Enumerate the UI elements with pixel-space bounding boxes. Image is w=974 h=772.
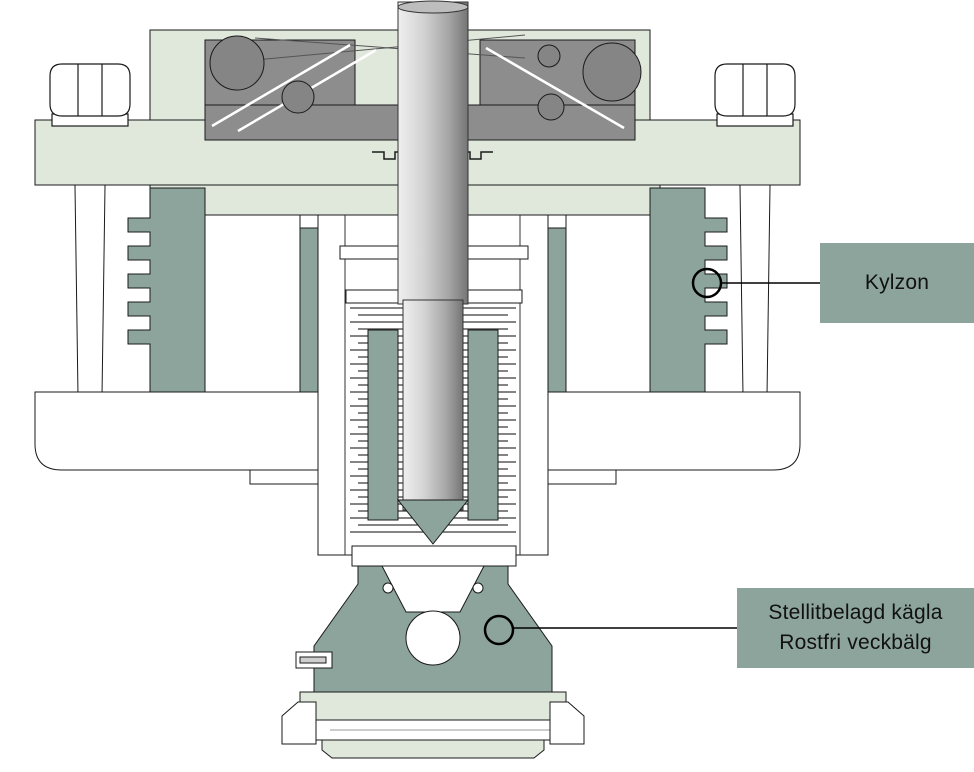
- ball-port: [405, 610, 461, 666]
- neck-band: [351, 545, 517, 567]
- green-strip-right: [547, 227, 567, 393]
- bottom-flange-green: [299, 691, 567, 721]
- bearing-ball: [537, 93, 565, 121]
- hex-nuts: [49, 63, 796, 127]
- bottom-tab-right: [549, 701, 585, 745]
- spindle-top-face: [397, 0, 469, 14]
- bearing-ball: [281, 80, 315, 114]
- seat-bolt-hole: [382, 582, 394, 594]
- cooling-fins-left: [127, 187, 206, 393]
- body-flange-right: [547, 391, 801, 471]
- hex-nut-right: [714, 63, 796, 117]
- seat-bolt-hole: [472, 582, 484, 594]
- bottom-lip: [321, 739, 545, 759]
- spindle: [397, 0, 469, 511]
- flange-lip-left: [249, 469, 319, 485]
- bellows-inner-tube: [367, 329, 499, 521]
- callout-circle-kagla: [483, 614, 515, 646]
- bottom-flange: [281, 691, 585, 759]
- kagla-label-line2: Rostfri veckbälg: [779, 631, 932, 654]
- callout-label-kagla: Stellitbelagd kägla Rostfri veckbälg: [737, 588, 974, 668]
- seat-trapezoid: [381, 565, 485, 613]
- bearing-ball: [582, 42, 642, 102]
- spring-washer-line: [485, 46, 625, 130]
- bearing-ball: [209, 35, 265, 91]
- callout-label-kylzon: Kylzon: [820, 243, 974, 323]
- spindle-upper: [397, 1, 469, 305]
- spring-washer-line: [211, 43, 351, 128]
- valve-body-bottom: [295, 545, 553, 693]
- guide-tube-right: [467, 329, 499, 521]
- callout-markers: [483, 267, 820, 646]
- body-flange-left: [34, 391, 319, 471]
- side-tab-inner: [299, 656, 327, 664]
- bearing-ball: [537, 44, 561, 68]
- green-strip-left: [299, 227, 319, 393]
- yoke-channel-left: [204, 214, 301, 393]
- guide-tube-left: [367, 329, 399, 521]
- cooling-fins: [127, 187, 728, 393]
- kylzon-label-text: Kylzon: [864, 270, 930, 294]
- bottom-tab-left: [281, 701, 317, 745]
- cooling-fins-right: [649, 187, 728, 393]
- lock-washer: [372, 151, 407, 160]
- kagla-label-line1: Stellitbelagd kägla: [768, 600, 943, 624]
- yoke-channel-right: [565, 214, 651, 393]
- hex-nut-left: [49, 63, 131, 117]
- spindle-lower: [402, 299, 464, 511]
- spring-line: [254, 37, 526, 59]
- body-flange: [34, 391, 801, 485]
- valve-cone: [396, 499, 470, 545]
- stud-bolts: [73, 115, 772, 397]
- flange-lip-right: [547, 469, 617, 485]
